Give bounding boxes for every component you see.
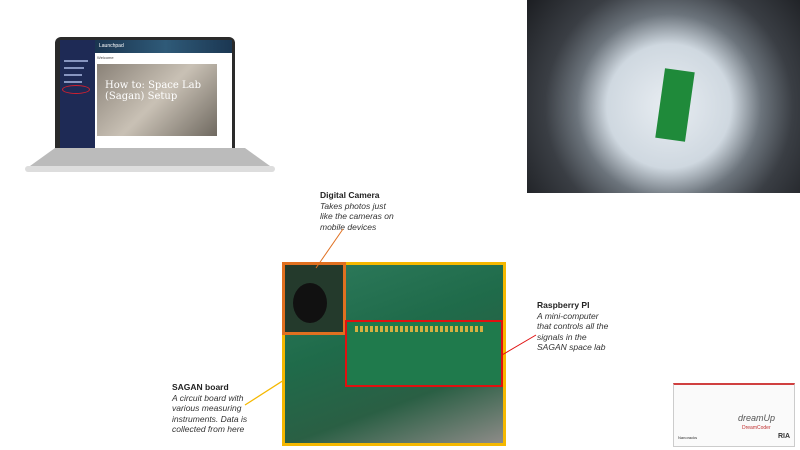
camera-highlight [282,262,346,335]
welcome-text: Welcome [97,55,114,60]
video-title: How to: Space Lab (Sagan) Setup [105,80,201,102]
laptop-screen: Launchpad Welcome How to: Space Lab (Sag… [60,40,232,148]
app-sidebar [60,40,95,148]
iss-cupola-photo [527,0,800,193]
rpi-highlight [345,320,503,387]
video-player[interactable]: How to: Space Lab (Sagan) Setup [97,64,217,136]
app-title: Launchpad [95,40,232,53]
sponsor-logo: dreamUp DreamCoder Nanoracks RIA [673,383,795,447]
laptop-keyboard-base [25,148,275,172]
